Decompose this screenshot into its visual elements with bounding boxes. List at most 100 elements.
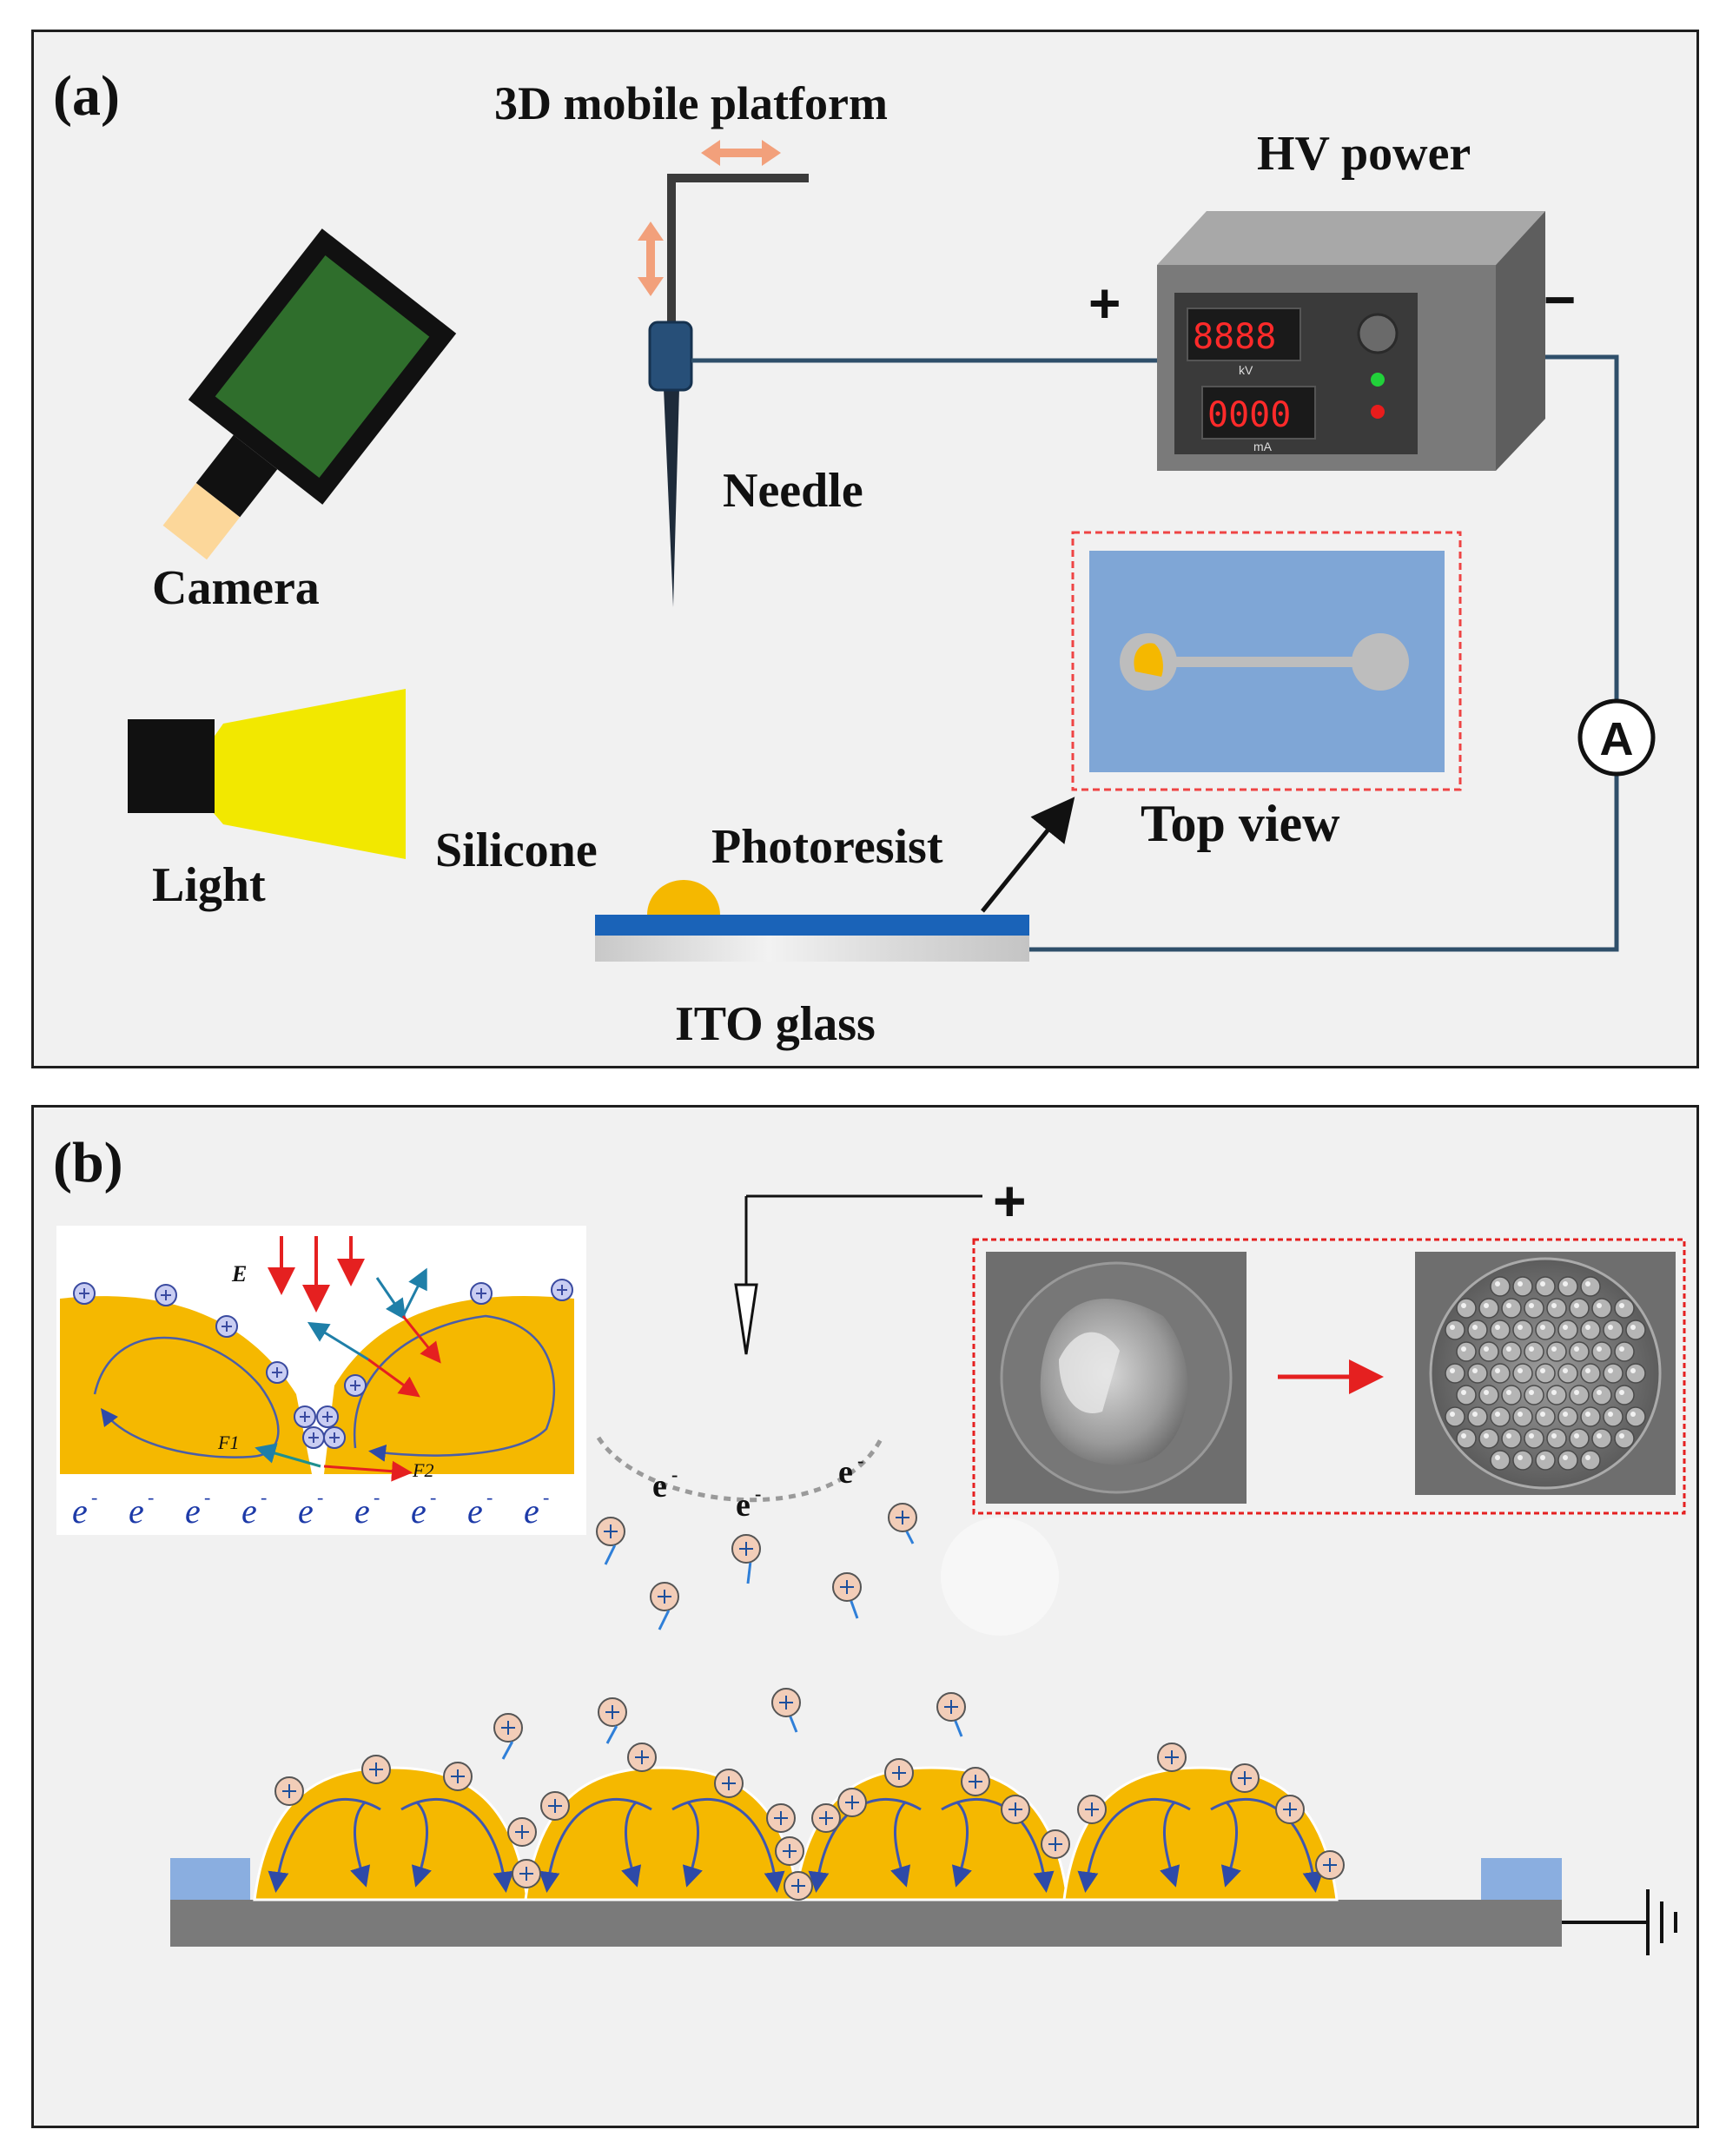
kv-display: 8888 bbox=[1193, 317, 1276, 357]
arc-electron-charge: - bbox=[671, 1464, 678, 1485]
positive-ion-icon bbox=[961, 1767, 990, 1796]
ground-substrate bbox=[170, 1900, 1562, 1947]
inset-electron-label: e bbox=[524, 1491, 539, 1531]
needle bbox=[648, 321, 693, 607]
needle-positive-sign: + bbox=[993, 1168, 1027, 1233]
red-indicator-led bbox=[1371, 405, 1385, 419]
mobile-platform-arm bbox=[667, 174, 809, 388]
positive-ion-icon bbox=[1275, 1795, 1305, 1824]
left-flow-loop bbox=[93, 1336, 280, 1458]
top-view-image bbox=[1089, 551, 1445, 772]
inset-electron-charge: - bbox=[543, 1486, 549, 1508]
positive-ion-icon bbox=[1157, 1743, 1187, 1772]
needle-label: Needle bbox=[723, 464, 863, 518]
platform-label: 3D mobile platform bbox=[494, 77, 888, 129]
inset-electron-label: e bbox=[129, 1491, 144, 1531]
top-view-frame bbox=[1071, 531, 1462, 791]
surface-positive-ions bbox=[274, 1743, 1345, 1901]
positive-ion-icon bbox=[627, 1743, 657, 1772]
silicone-drop bbox=[1134, 643, 1163, 677]
inset-ion-icon bbox=[323, 1426, 346, 1449]
arc-electron-charge: - bbox=[755, 1483, 761, 1505]
charge-mechanism-inset: F1 F2 E e-e-e-e-e-e-e-e-e- bbox=[56, 1226, 586, 1535]
ionization-electrons: e-e-e- bbox=[652, 1450, 863, 1524]
positive-ion-icon bbox=[714, 1769, 744, 1798]
positive-ion-icon bbox=[936, 1692, 966, 1737]
inset-positive-ions bbox=[73, 1279, 573, 1449]
positive-ion-icon bbox=[837, 1788, 867, 1817]
silicone-droplet bbox=[1062, 1766, 1339, 1901]
positive-ion-icon bbox=[832, 1572, 862, 1619]
voltage-knob bbox=[1357, 313, 1399, 354]
negative-terminal-sign: − bbox=[1544, 268, 1576, 331]
panel-b: (b) F1 F2 E e-e-e-e-e-e-e-e-e- + e-e-e- bbox=[31, 1105, 1699, 2128]
silicone-droplet bbox=[524, 1766, 800, 1901]
right-side-block bbox=[1481, 1858, 1562, 1900]
vertical-motion-arrow bbox=[638, 222, 664, 296]
positive-ion-icon bbox=[596, 1517, 625, 1565]
positive-ion-icon bbox=[507, 1817, 537, 1847]
inset-electron-charge: - bbox=[486, 1486, 493, 1508]
inset-electron-charge: - bbox=[91, 1486, 97, 1508]
micrograph-frame bbox=[972, 1238, 1686, 1515]
ito-glass-label: ITO glass bbox=[675, 997, 876, 1051]
inset-ion-icon bbox=[155, 1284, 177, 1306]
force-arrow-teal-c bbox=[307, 1321, 369, 1361]
microlens-array-micrograph bbox=[1415, 1252, 1676, 1495]
positive-ion-icon bbox=[361, 1755, 391, 1784]
positive-ion-icon bbox=[811, 1803, 841, 1833]
positive-ion-icon bbox=[540, 1791, 570, 1821]
inset-electron-label: e bbox=[72, 1491, 88, 1531]
photoresist-layer bbox=[595, 915, 1029, 936]
panel-a: (a) 3D mobile platform Needle 8888 kV 00… bbox=[31, 30, 1699, 1068]
left-side-block bbox=[170, 1858, 250, 1900]
inset-ion-icon bbox=[551, 1279, 573, 1301]
force-f2-label: F2 bbox=[412, 1459, 433, 1481]
inset-electron-label: e bbox=[298, 1491, 314, 1531]
electric-field-label: E bbox=[231, 1261, 247, 1286]
arc-electron-label: e bbox=[652, 1468, 667, 1505]
positive-ion-icon bbox=[1041, 1829, 1070, 1859]
inset-electron-label: e bbox=[185, 1491, 201, 1531]
photoresist-label: Photoresist bbox=[711, 820, 943, 874]
force-arrow-red-b bbox=[367, 1358, 420, 1398]
inset-electron-charge: - bbox=[374, 1486, 380, 1508]
arc-electron-charge: - bbox=[857, 1450, 863, 1472]
force-arrow-teal-b bbox=[401, 1267, 427, 1317]
positive-ion-icon bbox=[888, 1503, 917, 1544]
positive-ion-icon bbox=[1001, 1795, 1030, 1824]
inset-electron-label: e bbox=[467, 1491, 483, 1531]
positive-ion-icon bbox=[775, 1836, 804, 1866]
ito-glass-substrate bbox=[595, 880, 1029, 962]
hv-power-label: HV power bbox=[1257, 127, 1471, 181]
panel-b-drawing: (b) F1 F2 E e-e-e-e-e-e-e-e-e- + e-e-e- bbox=[53, 1131, 1686, 1955]
inset-electron-label: e bbox=[241, 1491, 257, 1531]
panel-b-label: (b) bbox=[53, 1131, 123, 1194]
positive-ion-icon bbox=[784, 1871, 813, 1901]
light-label: Light bbox=[152, 858, 266, 912]
force-f1-label: F1 bbox=[217, 1432, 239, 1453]
inset-electron-charge: - bbox=[261, 1486, 267, 1508]
silicone-droplet bbox=[253, 1766, 529, 1901]
positive-ion-icon bbox=[731, 1534, 761, 1584]
force-f1-arrow bbox=[255, 1443, 321, 1468]
ammeter: A bbox=[1577, 698, 1656, 777]
ma-unit: mA bbox=[1253, 440, 1273, 453]
positive-ion-icon bbox=[598, 1697, 627, 1744]
positive-ion-icon bbox=[443, 1762, 473, 1791]
inset-ion-icon bbox=[294, 1405, 316, 1428]
force-arrow-red-a bbox=[401, 1315, 441, 1364]
inset-ion-icon bbox=[266, 1361, 288, 1384]
horizontal-motion-arrow bbox=[701, 140, 781, 166]
light-icon bbox=[128, 689, 406, 859]
silicone-droplet bbox=[793, 1766, 1069, 1901]
positive-ion-icon bbox=[1230, 1763, 1260, 1793]
single-droplet-micrograph bbox=[986, 1252, 1247, 1504]
inset-electron-charge: - bbox=[317, 1486, 323, 1508]
top-view-label: Top view bbox=[1141, 795, 1340, 852]
panel-a-drawing: (a) 3D mobile platform Needle 8888 kV 00… bbox=[53, 64, 1656, 1051]
emitter-needle bbox=[734, 1283, 758, 1355]
hv-power-supply: 8888 kV 0000 mA bbox=[1157, 211, 1545, 471]
inset-ion-icon bbox=[73, 1282, 96, 1305]
positive-ion-icon bbox=[884, 1758, 914, 1788]
